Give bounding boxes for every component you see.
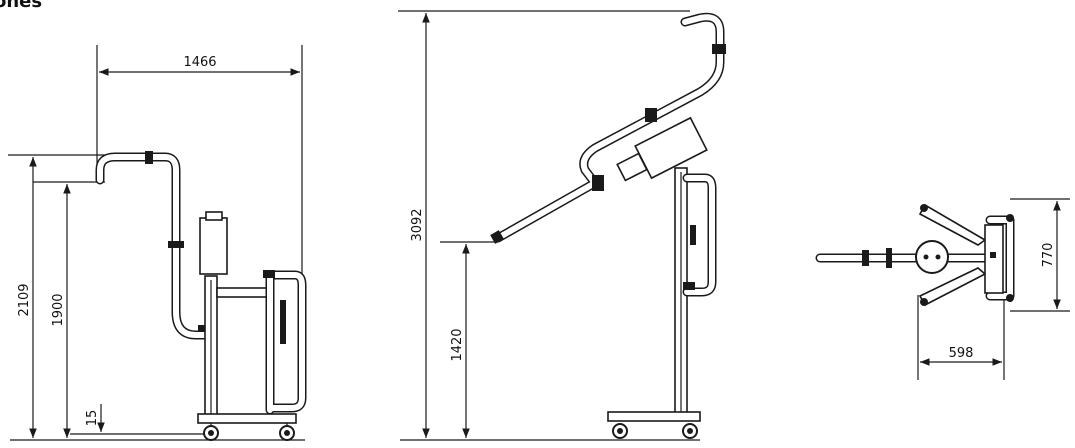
section-heading: ones — [0, 0, 43, 12]
clamp — [592, 175, 604, 191]
xray-head-cap — [205, 211, 223, 221]
control-panel — [690, 225, 696, 245]
base — [607, 411, 701, 422]
dimension-label-1466: 1466 — [183, 55, 216, 70]
column-pin — [990, 252, 996, 258]
base-leg — [918, 267, 987, 307]
dimension-label-770: 770 — [1041, 243, 1056, 268]
clamp — [263, 270, 275, 278]
clamp — [886, 248, 892, 268]
dimension-label-598: 598 — [949, 346, 974, 361]
boom-arm — [95, 152, 215, 340]
extended-view: 3092 1420 — [398, 10, 726, 441]
base-leg — [918, 203, 987, 246]
clamp — [862, 250, 869, 266]
xray-head-top — [915, 240, 949, 274]
connector-arm — [216, 287, 270, 298]
dimension-label-1420: 1420 — [450, 328, 465, 361]
wheel — [1006, 214, 1014, 222]
dimension-label-3092: 3092 — [410, 208, 425, 241]
clamp — [490, 230, 504, 244]
column-top — [984, 224, 1004, 294]
wheel — [920, 204, 928, 212]
xray-head-cap — [616, 152, 648, 182]
dimension-label-2109: 2109 — [17, 283, 32, 316]
side-view: 1466 2109 1900 15 — [8, 45, 307, 441]
clamp — [168, 241, 184, 248]
dimension-label-1900: 1900 — [51, 293, 66, 326]
clamp — [645, 108, 657, 122]
clamp — [712, 44, 726, 54]
xray-head — [199, 217, 228, 275]
clamp — [145, 151, 153, 164]
wheel — [920, 298, 928, 306]
wheel — [1006, 294, 1014, 302]
base — [197, 413, 297, 424]
clamp — [683, 282, 695, 290]
top-view: 770 598 — [815, 198, 1070, 380]
dimension-label-15: 15 — [85, 410, 100, 427]
control-panel — [280, 300, 286, 344]
